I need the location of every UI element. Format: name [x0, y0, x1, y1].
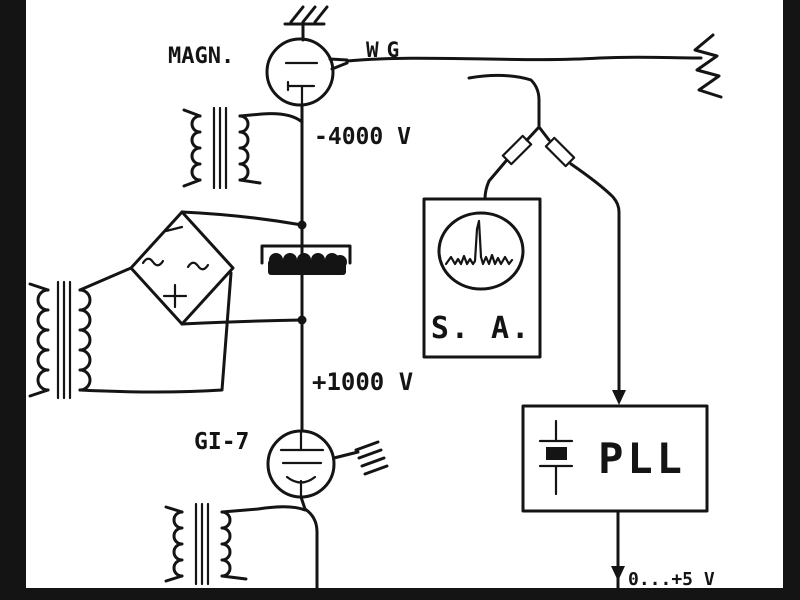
coupler-branch [467, 73, 626, 405]
ground-symbol-top [283, 5, 329, 42]
coupler-feed-line [467, 73, 551, 142]
mains-transformer-right-coil [78, 288, 92, 392]
probe-left-body [501, 134, 533, 166]
gi7-electrodes [279, 430, 325, 499]
crystal-icon [538, 419, 574, 496]
sa-box [422, 197, 542, 359]
bridge-rectifier [129, 210, 304, 326]
pll-feed-line [569, 162, 621, 396]
probe-right-body [544, 136, 576, 168]
hv-transformer-core [212, 106, 228, 190]
sa-feed-line [483, 159, 508, 201]
gi7-cathode-line [299, 495, 319, 594]
bridge-plus-mark [162, 283, 188, 309]
waveguide-line [345, 55, 703, 63]
choke-winding-bump [333, 255, 347, 269]
label-output-voltage: 0...+5 V [628, 569, 715, 590]
gi7-grid-ground-wire [332, 450, 360, 460]
mains-transformer [28, 266, 233, 400]
filament-transformer [164, 502, 307, 586]
filament-transformer-right-coil [220, 510, 232, 578]
mains-transformer-leads [28, 266, 233, 398]
gi7-ground-hatch [354, 440, 389, 476]
hv-transformer-right-coil [238, 114, 250, 182]
choke-winding-bump [311, 253, 325, 267]
bridge-minus-mark [164, 225, 184, 233]
mains-transformer-core [56, 280, 72, 400]
mains-transformer-left-coil [36, 288, 50, 392]
filament-transformer-core [194, 502, 210, 586]
choke-bracket [260, 244, 352, 265]
crystal-icon-body [546, 447, 567, 460]
scan-border-left [0, 0, 26, 600]
magnetron-envelope [265, 37, 335, 107]
bridge-ac-mark-left [141, 257, 165, 267]
choke-winding-bump [269, 253, 283, 267]
filament-choke [260, 244, 352, 275]
label-magnetron: MAGN. [168, 44, 234, 69]
hv-transformer [182, 106, 304, 190]
sa-screen [437, 211, 525, 291]
label-pos-hv: +1000 V [312, 368, 413, 396]
scan-border-right [783, 0, 800, 600]
probe-left [501, 134, 533, 166]
label-spectrum-analyzer: S. A. [431, 311, 531, 346]
probe-right [544, 136, 576, 168]
sa-spectrum-trace [444, 219, 514, 266]
pll-output: 0...+5 V [611, 509, 715, 590]
hv-transformer-left-coil [190, 114, 202, 182]
label-tube: GI-7 [194, 429, 249, 455]
label-neg-hv: -4000 V [314, 124, 411, 150]
scan-border-bottom [0, 588, 800, 600]
choke-winding-bump [297, 253, 311, 267]
filament-transformer-left-coil [172, 510, 184, 578]
label-waveguide: WG [366, 38, 407, 62]
bridge-ac-mark-right [186, 261, 210, 271]
spectrum-analyzer: S. A. [422, 197, 542, 359]
pll-input-arrowhead [612, 390, 626, 405]
hv-transformer-leads [182, 108, 304, 188]
magnetron-electrodes [284, 61, 319, 107]
magnetron-output-tab [328, 57, 349, 71]
magnetron-tube [265, 37, 349, 107]
pll-box [521, 404, 709, 513]
label-pll: PLL [598, 434, 686, 483]
choke-winding-bump [283, 253, 297, 267]
bridge-outline [129, 210, 235, 326]
filament-transformer-leads [164, 505, 307, 583]
bridge-dc-neg-wire [180, 210, 304, 227]
ground-hatch-top [283, 5, 329, 42]
bridge-dc-pos-wire [180, 318, 304, 326]
matched-load-zigzag [693, 33, 723, 99]
pll-block: PLL [521, 404, 709, 513]
pll-output-arrowhead [611, 566, 625, 581]
gi7-tube [266, 429, 389, 594]
